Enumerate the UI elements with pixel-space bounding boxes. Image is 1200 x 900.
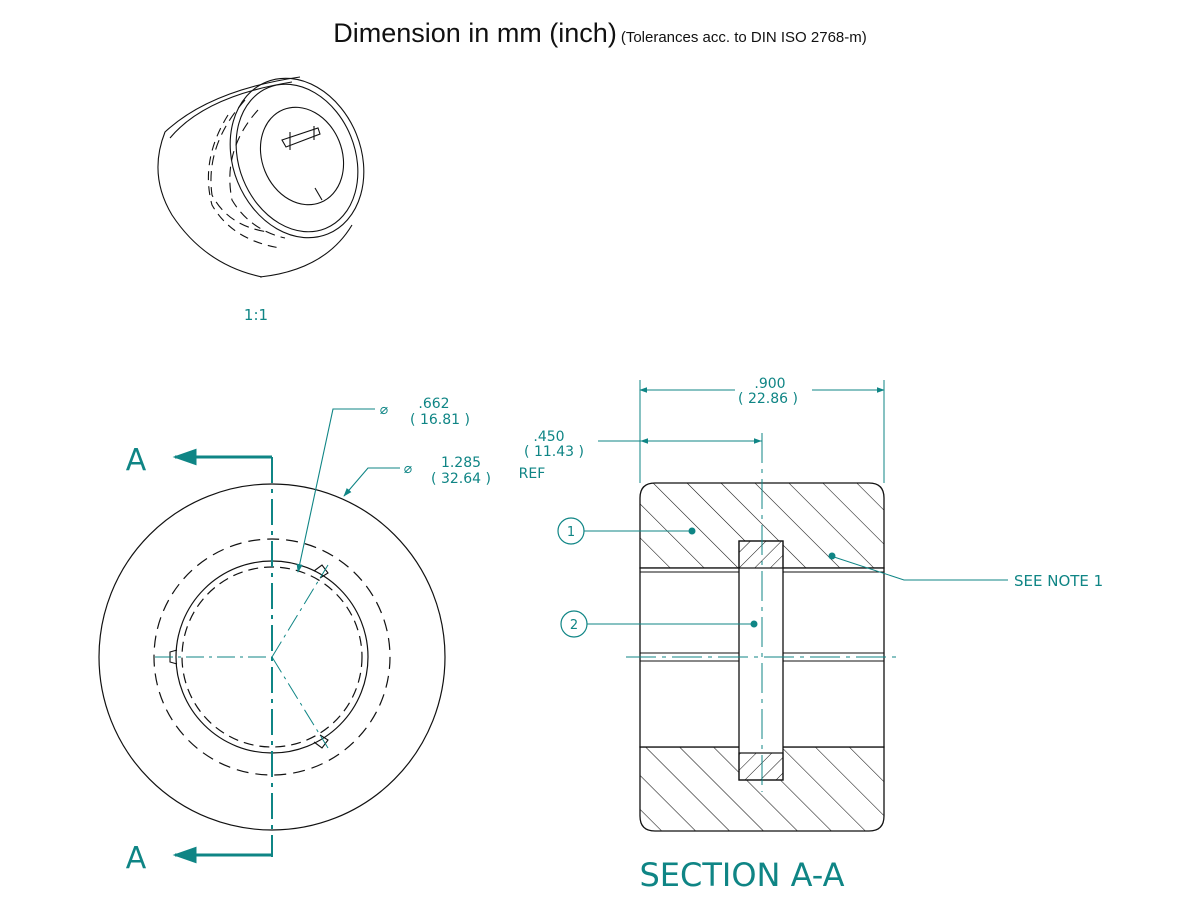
hidden-circle	[153, 538, 391, 776]
isometric-view	[157, 76, 365, 278]
diameter-symbol-icon: ⌀	[380, 402, 389, 418]
section-wall-bottom	[639, 746, 885, 832]
total-width-mm: ( 22.86 )	[738, 391, 798, 407]
total-width-inch: .900	[754, 376, 785, 392]
insert-hatch-bottom	[738, 752, 784, 781]
diameter-symbol-icon: ⌀	[404, 461, 413, 477]
outer-diameter-circle	[98, 483, 446, 831]
inner-diameter-inch: .662	[418, 396, 449, 412]
outer-diameter-mm: ( 32.64 )	[431, 471, 491, 487]
inner-diameter-mm: ( 16.81 )	[410, 412, 470, 428]
section-letter-top: A	[126, 443, 147, 478]
drawing-title: Dimension in mm (inch)(Tolerances acc. t…	[0, 18, 1200, 49]
balloon-1-label: 1	[567, 525, 575, 540]
balloon-2-label: 2	[570, 618, 578, 633]
section-letter-bottom: A	[126, 841, 147, 876]
title-subtitle: (Tolerances acc. to DIN ISO 2768-m)	[620, 29, 867, 46]
outer-diameter-inch: 1.285	[441, 455, 481, 471]
title-main: Dimension in mm (inch)	[333, 18, 617, 48]
see-note-label: SEE NOTE 1	[1014, 572, 1103, 590]
half-width-mm: ( 11.43 )	[524, 444, 584, 460]
iso-scale-label: 1:1	[244, 306, 268, 324]
section-title: SECTION A-A	[639, 856, 844, 894]
outer-diameter-ref: REF	[519, 466, 546, 482]
half-width-inch: .450	[533, 429, 564, 445]
inner-diameter-leader	[296, 408, 375, 573]
insert-hatch-top	[738, 540, 784, 569]
outer-diameter-leader	[343, 467, 400, 497]
section-view	[557, 380, 1008, 832]
front-view: A A	[98, 408, 446, 876]
insert-ring	[738, 540, 784, 781]
outer-diameter-callout: ⌀ 1.285 ( 32.64 ) REF	[404, 455, 546, 487]
inner-diameter-callout: ⌀ .662 ( 16.81 )	[380, 396, 470, 428]
